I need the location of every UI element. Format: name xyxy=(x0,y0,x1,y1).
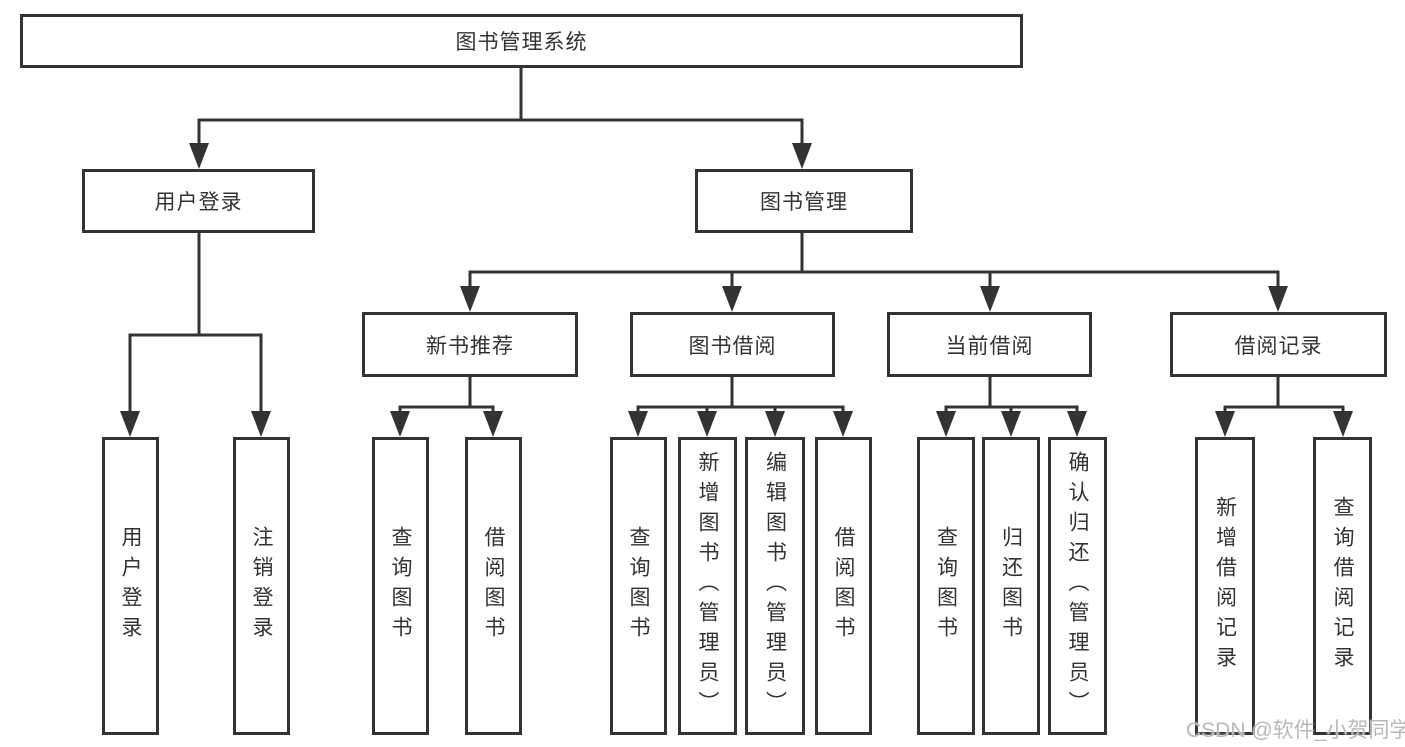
node-query-borrow-record: 查询借阅记录 xyxy=(1313,437,1372,735)
node-label: 借阅图书 xyxy=(482,526,505,646)
node-query-books-borrow: 查询图书 xyxy=(610,437,667,735)
node-query-books-recommend: 查询图书 xyxy=(372,437,429,735)
node-borrow-records: 借阅记录 xyxy=(1170,312,1387,377)
node-query-books-current: 查询图书 xyxy=(917,437,975,735)
node-label: 图书管理 xyxy=(760,191,848,214)
node-label: 查询图书 xyxy=(934,526,958,646)
node-book-management: 图书管理 xyxy=(695,169,913,233)
arrowheads xyxy=(120,143,1353,437)
node-label: 图书借阅 xyxy=(688,334,777,358)
node-label: 归还图书 xyxy=(999,526,1023,646)
node-confirm-return-admin: 确认归还（管理员） xyxy=(1048,437,1107,735)
node-add-books-admin: 新增图书（管理员） xyxy=(678,437,737,735)
node-new-book-recommend: 新书推荐 xyxy=(362,312,578,377)
node-label: 当前借阅 xyxy=(945,334,1034,358)
node-label: 查询借阅记录 xyxy=(1331,496,1354,676)
node-borrow-books-leaf: 借阅图书 xyxy=(815,437,872,735)
node-label: 注销登录 xyxy=(250,526,273,646)
node-label: 确认归还（管理员） xyxy=(1066,451,1089,721)
node-current-borrow: 当前借阅 xyxy=(887,312,1092,377)
node-label: 编辑图书（管理员） xyxy=(763,451,787,721)
node-label: 图书管理系统 xyxy=(455,31,588,54)
csdn-watermark: CSDN @软件_小贺同学 xyxy=(1186,719,1405,742)
node-label: 查询图书 xyxy=(389,526,412,646)
node-book-borrow: 图书借阅 xyxy=(630,312,835,377)
node-label: 用户登录 xyxy=(154,191,243,214)
node-label: 用户登录 xyxy=(119,526,142,646)
node-logout: 注销登录 xyxy=(233,437,290,735)
node-label: 新增借阅记录 xyxy=(1213,496,1237,676)
node-user-login-leaf: 用户登录 xyxy=(102,437,159,735)
node-label: 借阅图书 xyxy=(832,526,855,646)
node-library-management-system: 图书管理系统 xyxy=(20,14,1023,68)
node-label: 新增图书（管理员） xyxy=(696,451,719,721)
node-label: 借阅记录 xyxy=(1234,334,1323,358)
node-add-borrow-record: 新增借阅记录 xyxy=(1195,437,1255,735)
node-user-login: 用户登录 xyxy=(82,169,315,233)
node-label: 查询图书 xyxy=(627,526,650,646)
node-return-books: 归还图书 xyxy=(982,437,1040,735)
node-edit-books-admin: 编辑图书（管理员） xyxy=(745,437,805,735)
node-label: 新书推荐 xyxy=(426,334,514,358)
node-borrow-books-recommend: 借阅图书 xyxy=(465,437,522,735)
